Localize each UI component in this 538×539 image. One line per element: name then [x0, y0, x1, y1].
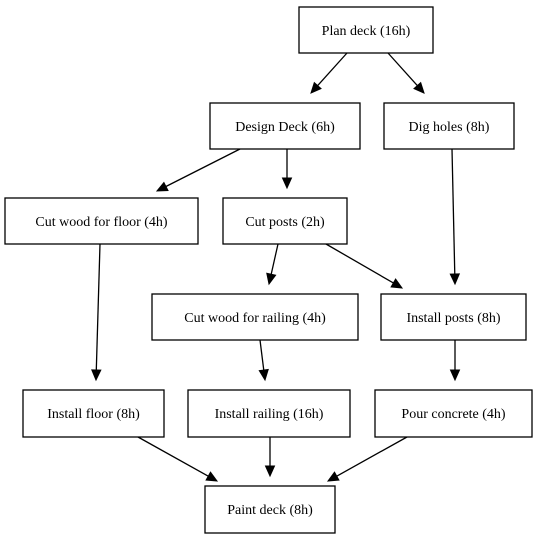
node-install-floor: Install floor (8h) [22, 389, 165, 438]
node-label: Dig holes (8h) [409, 120, 490, 135]
arrowhead-icon [264, 465, 276, 478]
edge-pour-concrete-to-paint-deck [336, 436, 408, 477]
arrowhead-icon [449, 273, 461, 286]
node-label: Plan deck (16h) [322, 24, 411, 39]
edge-plan-deck-to-dig-holes [387, 52, 418, 87]
node-cut-wood-floor: Cut wood for floor (4h) [4, 197, 199, 245]
node-cut-posts: Cut posts (2h) [222, 197, 348, 245]
arrowhead-icon [155, 181, 169, 192]
diagram-edges [91, 52, 461, 482]
edge-plan-deck-to-design-deck [317, 52, 348, 87]
edge-cut-wood-railing-to-install-railing [259, 339, 265, 371]
node-install-railing: Install railing (16h) [187, 389, 351, 438]
arrowhead-icon [205, 471, 219, 482]
arrowhead-icon [281, 177, 293, 190]
node-cut-wood-railing: Cut wood for railing (4h) [151, 293, 359, 341]
edge-cut-wood-floor-to-install-floor [95, 243, 101, 371]
node-pour-concrete: Pour concrete (4h) [374, 389, 533, 438]
node-label: Cut wood for floor (4h) [35, 215, 168, 230]
arrowhead-icon [413, 81, 425, 94]
node-install-posts: Install posts (8h) [380, 293, 527, 341]
edge-install-floor-to-paint-deck [137, 436, 209, 477]
node-design-deck: Design Deck (6h) [209, 102, 361, 150]
node-label: Cut wood for railing (4h) [184, 311, 326, 326]
edge-dig-holes-to-install-posts [451, 148, 456, 275]
arrowhead-icon [310, 81, 322, 94]
node-plan-deck: Plan deck (16h) [298, 6, 434, 54]
edge-cut-posts-to-cut-wood-railing [270, 243, 279, 275]
edge-design-deck-to-cut-wood-floor [165, 148, 241, 188]
arrowhead-icon [91, 369, 102, 382]
edge-cut-posts-to-install-posts [325, 243, 394, 284]
arrowhead-icon [258, 368, 269, 382]
node-label: Install floor (8h) [47, 407, 140, 422]
node-label: Paint deck (8h) [227, 503, 313, 518]
node-label: Pour concrete (4h) [401, 407, 506, 422]
arrowhead-icon [390, 278, 404, 289]
node-label: Cut posts (2h) [245, 215, 325, 230]
node-label: Install posts (8h) [406, 311, 500, 326]
node-dig-holes: Dig holes (8h) [383, 102, 515, 150]
node-label: Design Deck (6h) [235, 120, 335, 135]
node-paint-deck: Paint deck (8h) [204, 485, 336, 534]
arrowhead-icon [449, 369, 461, 382]
arrowhead-icon [326, 471, 340, 482]
node-label: Install railing (16h) [215, 407, 324, 422]
arrowhead-icon [266, 272, 277, 286]
